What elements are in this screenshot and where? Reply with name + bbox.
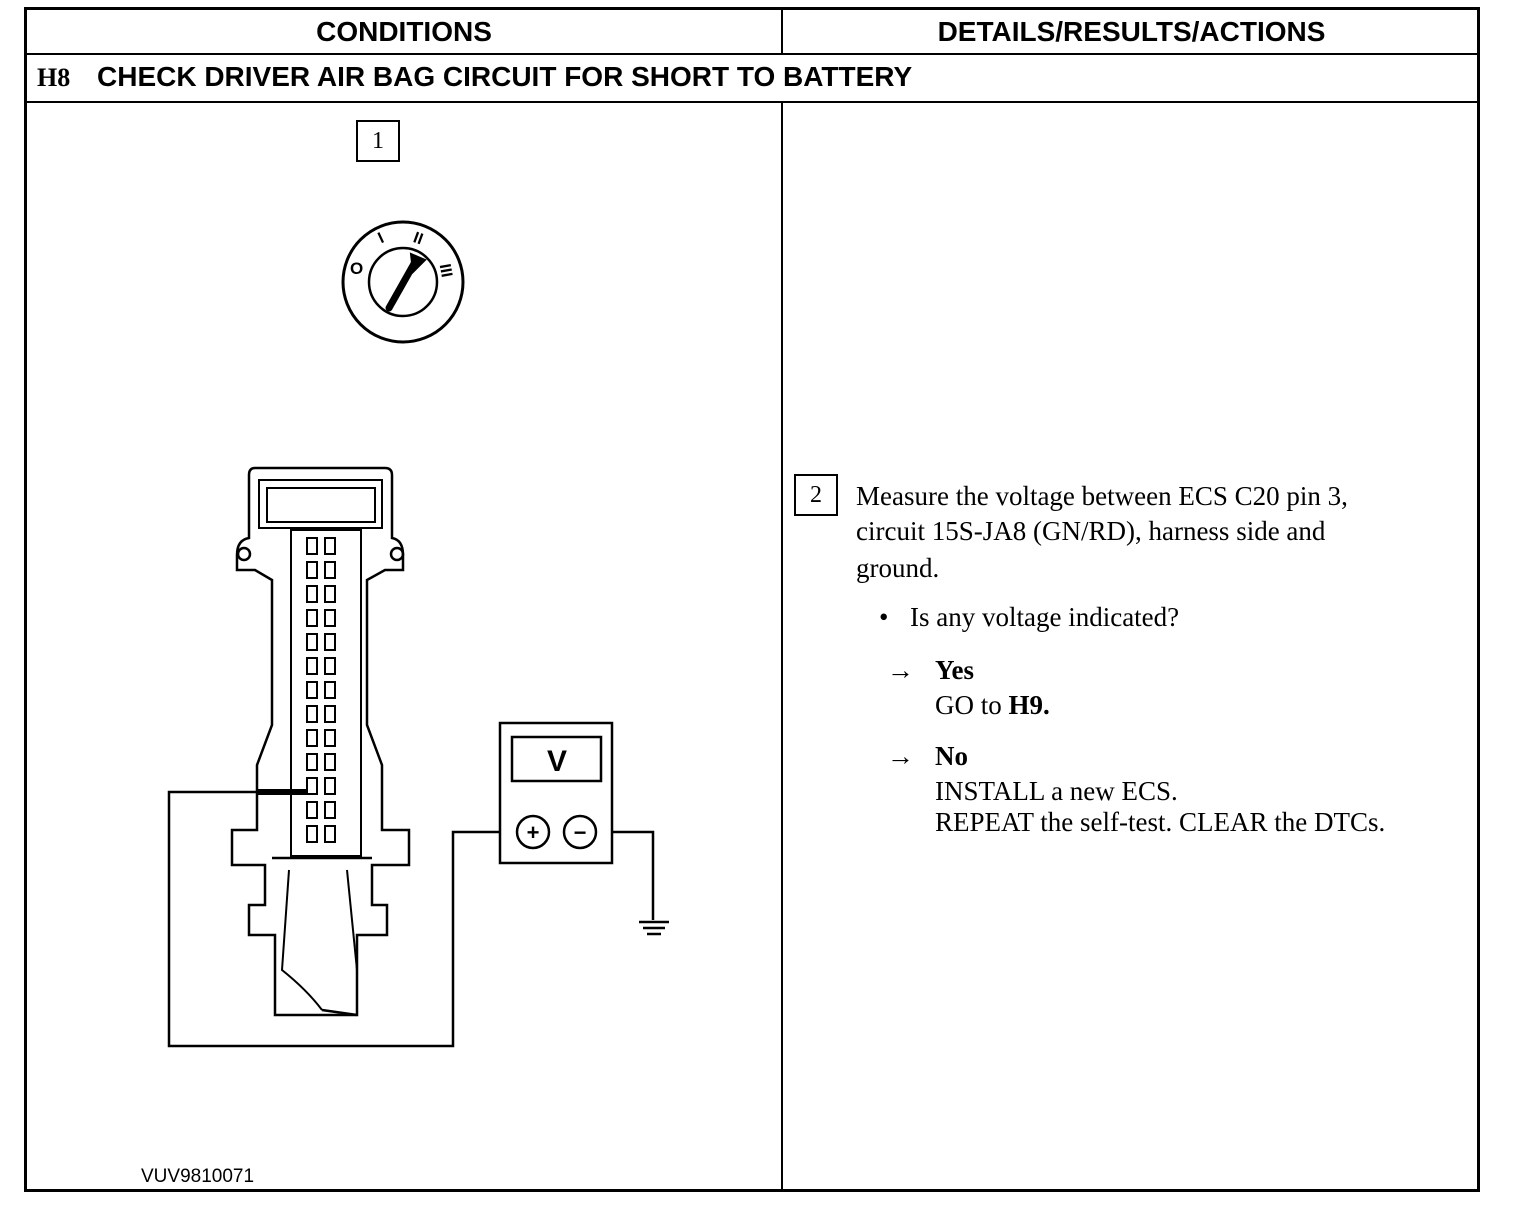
step-id: H8 [37, 63, 71, 92]
ignition-pos-3: III [436, 263, 455, 279]
conditions-header: CONDITIONS [316, 15, 492, 47]
step-2-box: 2 [794, 474, 838, 516]
details-header: DETAILS/RESULTS/ACTIONS [937, 15, 1326, 47]
voltmeter-icon: V + − [498, 721, 614, 865]
step-title-row: H8 CHECK DRIVER AIR BAG CIRCUIT FOR SHOR… [27, 55, 1477, 103]
ignition-pos-1: I [376, 230, 387, 247]
circuit-diagram: O I II III [167, 220, 669, 1048]
test-leads [167, 789, 655, 1048]
voltmeter-label: V [547, 745, 567, 778]
ignition-pos-2: II [411, 229, 425, 248]
column-divider [781, 103, 783, 1192]
yes-action: GO to H9. [935, 690, 1050, 721]
connector-c20-icon [230, 466, 411, 1017]
instruction-line-1: Measure the voltage between ECS C20 pin … [856, 481, 1348, 511]
yes-action-prefix: GO to [935, 690, 1009, 720]
no-action-line-1: INSTALL a new ECS. [935, 776, 1178, 806]
step-title: CHECK DRIVER AIR BAG CIRCUIT FOR SHORT T… [97, 61, 913, 92]
minus-terminal-label: − [574, 820, 587, 845]
ignition-pos-0: O [350, 259, 363, 278]
ground-icon [639, 920, 669, 936]
step-1-box: 1 [356, 120, 400, 162]
yes-label: Yes [935, 655, 974, 685]
instruction-line-3: ground. [856, 553, 940, 583]
procedure-table: CONDITIONS DETAILS/RESULTS/ACTIONS H8 CH… [24, 7, 1480, 1192]
yes-action-target: H9. [1008, 690, 1050, 720]
plus-terminal-label: + [527, 820, 540, 845]
no-action-line-2: REPEAT the self-test. CLEAR the DTCs. [935, 807, 1386, 837]
question-bullet: • [879, 602, 889, 632]
step-1-number: 1 [372, 127, 384, 154]
header-divider [781, 10, 783, 55]
figure-id: VUV9810071 [141, 1166, 255, 1187]
no-arrow-icon: → [887, 741, 914, 771]
no-label: No [935, 741, 968, 771]
instruction-line-2: circuit 15S-JA8 (GN/RD), harness side an… [856, 516, 1326, 546]
step-2-number: 2 [810, 481, 822, 508]
yes-arrow-icon: → [887, 655, 914, 685]
table-header-row: CONDITIONS DETAILS/RESULTS/ACTIONS [27, 10, 1477, 55]
question-text: Is any voltage indicated? [910, 602, 1180, 632]
ignition-switch-icon: O I II III [341, 220, 465, 344]
